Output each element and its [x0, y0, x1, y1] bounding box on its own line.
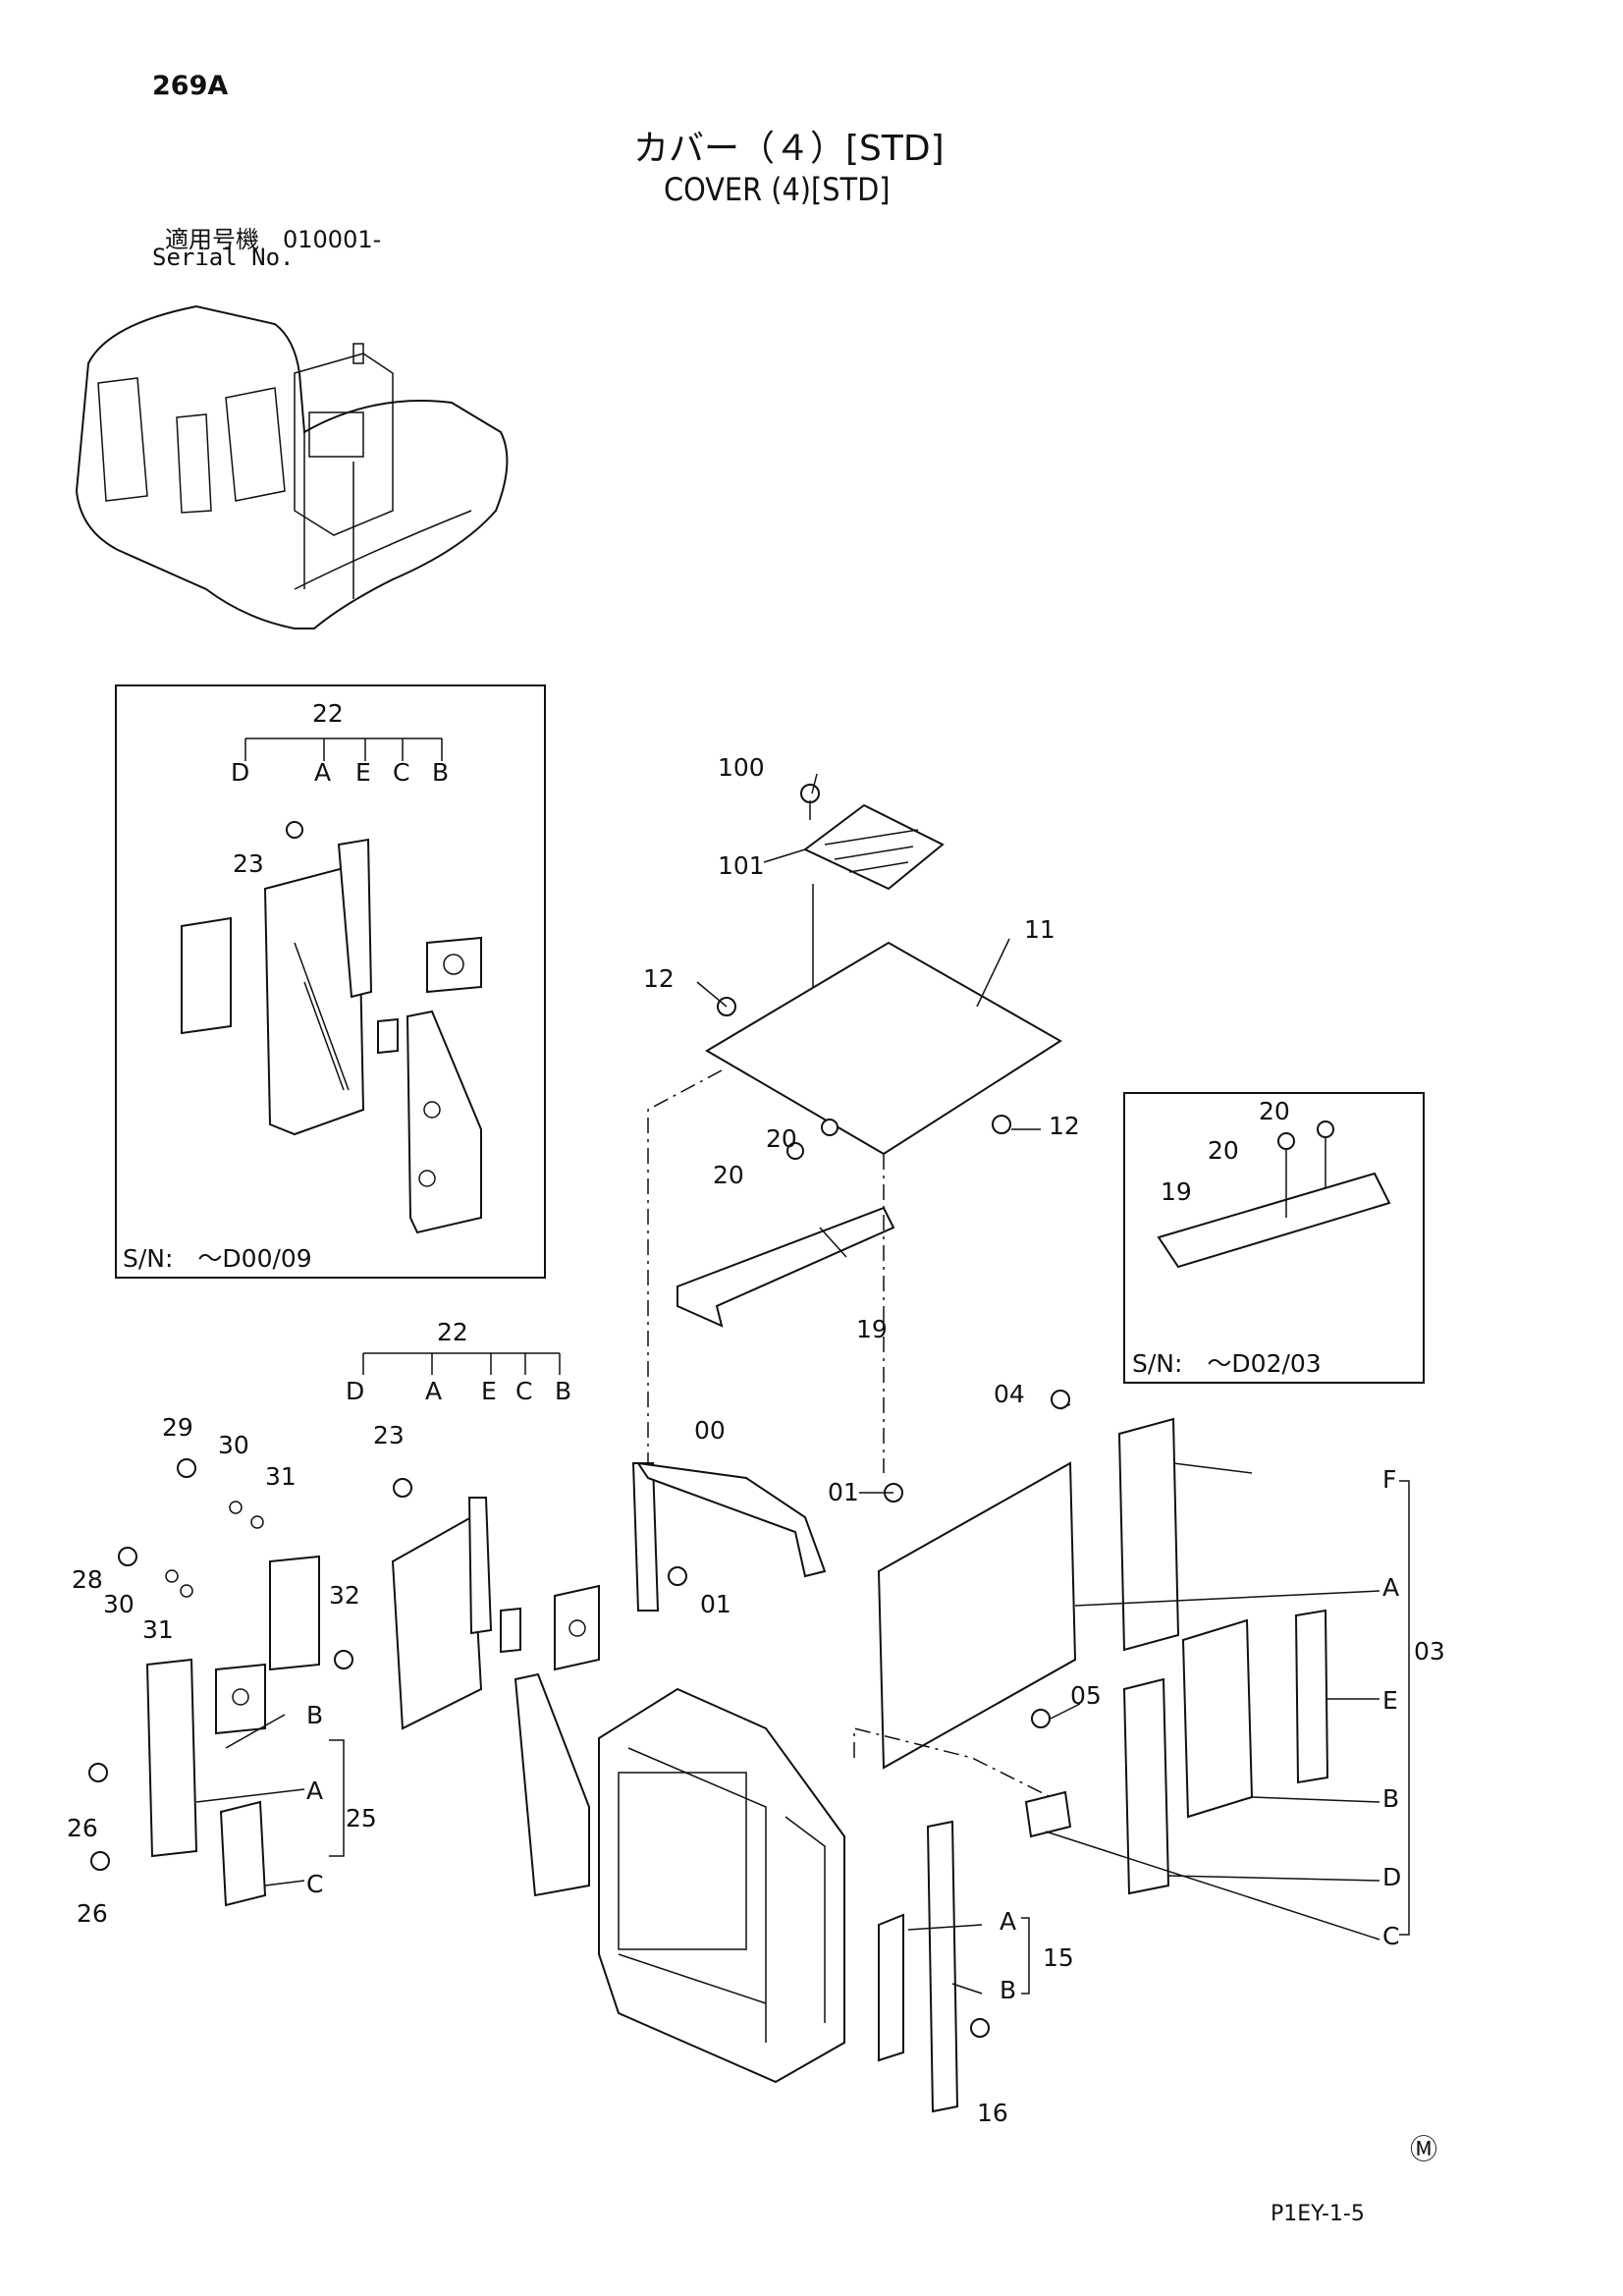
- model-marker-icon: Ⓜ: [1410, 2133, 1438, 2165]
- left-inset: [115, 684, 546, 1279]
- letter-F-03: F: [1382, 1465, 1396, 1494]
- callout-30-upper: 30: [218, 1431, 249, 1459]
- page-number: 269A: [152, 71, 229, 101]
- right-inset: [1123, 1092, 1425, 1384]
- callout-01-upper: 01: [828, 1478, 859, 1506]
- letter-E-inset: E: [355, 758, 371, 787]
- callout-numbers: 100 101 11 12 12 20 20 19 00 01 01 04 05…: [67, 699, 1445, 2127]
- title-japanese: カバー（４）[STD]: [633, 129, 945, 169]
- callout-19-inset: 19: [1161, 1177, 1192, 1206]
- callout-29: 29: [162, 1413, 193, 1442]
- callout-00: 00: [694, 1416, 726, 1445]
- excavator-thumbnail: [75, 304, 509, 629]
- letter-A-main: A: [425, 1377, 442, 1405]
- callout-31-lower: 31: [142, 1615, 174, 1644]
- callout-100: 100: [718, 753, 765, 782]
- callout-20-left: 20: [713, 1161, 744, 1189]
- letter-E-03: E: [1382, 1686, 1398, 1715]
- serial-label-japanese: 適用号機 010001-: [165, 226, 382, 253]
- letter-C-03: C: [1382, 1922, 1399, 1950]
- callout-23-main: 23: [373, 1421, 405, 1449]
- callout-01-lower: 01: [700, 1590, 731, 1618]
- radiator-unit: [598, 1687, 845, 2084]
- callout-20-inset-top: 20: [1259, 1097, 1290, 1125]
- serial-label-english: Serial No.: [152, 244, 295, 271]
- letter-A-inset: A: [314, 758, 331, 787]
- callout-25: 25: [346, 1804, 377, 1832]
- callout-20-inset-left: 20: [1208, 1136, 1239, 1165]
- right-inset-serial: S/N: ～D02/03: [1132, 1349, 1322, 1378]
- letter-D-main: D: [346, 1377, 364, 1405]
- callout-30-lower: 30: [103, 1590, 135, 1618]
- left-inset-serial: S/N: ～D00/09: [123, 1244, 312, 1273]
- letter-B-15: B: [1000, 1976, 1016, 2004]
- callout-11: 11: [1024, 915, 1055, 944]
- callout-12-right: 12: [1049, 1112, 1080, 1140]
- top-cover-assembly: [647, 784, 1062, 1473]
- callout-26-lower: 26: [77, 1899, 108, 1928]
- callout-05: 05: [1070, 1681, 1102, 1710]
- letter-C-25: C: [306, 1870, 323, 1898]
- letter-D-03: D: [1382, 1863, 1401, 1891]
- letter-B-25: B: [306, 1701, 323, 1729]
- title-english: COVER (4)[STD]: [664, 171, 891, 208]
- letter-C-main: C: [515, 1377, 532, 1405]
- letter-D-inset: D: [231, 758, 249, 787]
- letter-B-main: B: [555, 1377, 571, 1405]
- callout-26-upper: 26: [67, 1814, 98, 1842]
- callout-20-top: 20: [766, 1124, 797, 1153]
- letter-labels: D A E C B D A E C B B A C F A E B D C A …: [231, 758, 1401, 2004]
- letter-B-inset: B: [432, 758, 449, 787]
- callout-16: 16: [977, 2099, 1008, 2127]
- leader-lines: [195, 773, 1380, 1995]
- callout-101: 101: [718, 851, 765, 880]
- callout-12-left: 12: [643, 964, 675, 993]
- callout-31-upper: 31: [265, 1462, 297, 1491]
- letter-B-03: B: [1382, 1784, 1399, 1813]
- left-side-plates: [88, 1352, 600, 1907]
- letter-E-main: E: [481, 1377, 497, 1405]
- page-code: P1EY-1-5: [1271, 2202, 1365, 2226]
- letter-A-03: A: [1382, 1573, 1399, 1602]
- callout-22-inset: 22: [312, 699, 344, 728]
- main-frame-assembly: [631, 1390, 1077, 1803]
- letter-C-inset: C: [393, 758, 409, 787]
- callout-23-inset: 23: [233, 849, 264, 878]
- callout-19: 19: [856, 1315, 888, 1343]
- callout-15: 15: [1043, 1943, 1074, 1972]
- letter-A-25: A: [306, 1777, 323, 1805]
- callout-28: 28: [72, 1565, 103, 1594]
- callout-04: 04: [994, 1380, 1025, 1408]
- callout-32: 32: [329, 1581, 360, 1610]
- right-seals: [878, 1417, 1410, 2113]
- callout-03: 03: [1414, 1637, 1445, 1666]
- callout-22-main: 22: [437, 1318, 468, 1346]
- letter-A-15: A: [1000, 1907, 1016, 1936]
